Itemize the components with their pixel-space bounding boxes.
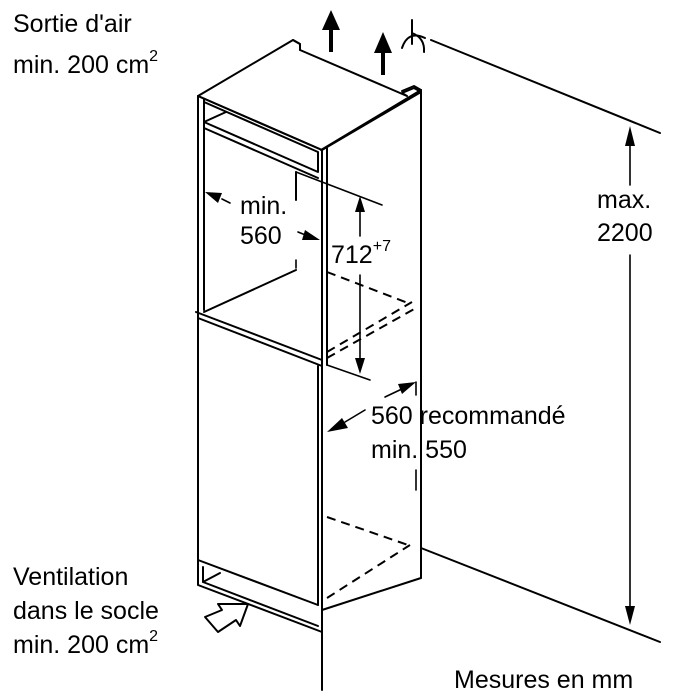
niche-width-label: min. 560: [240, 192, 287, 250]
plinth-line1: Ventilation: [13, 563, 128, 591]
air-outlet-label: Sortie d'air min. 200 cm2: [13, 10, 158, 79]
air-outlet-line1: Sortie d'air: [13, 10, 132, 38]
hidden-lines: [326, 271, 417, 599]
cabinet-outline: [195, 39, 422, 691]
depth-line2: min. 550: [371, 436, 467, 464]
units-note: Mesures en mm: [454, 666, 633, 694]
airflow-up-arrow-1: [322, 10, 340, 52]
niche-width-dimension: [205, 192, 320, 240]
niche-width-line2: 560: [240, 222, 282, 250]
max-height-symbol-icon: [401, 19, 661, 134]
niche-height-dimension: [295, 171, 383, 374]
niche-height-value: 712+7: [331, 238, 391, 269]
max-height-dimension: [420, 126, 661, 643]
airflow-up-arrow-2: [374, 32, 392, 75]
depth-dimension: [327, 381, 417, 491]
niche-height-label: 712+7: [330, 238, 410, 272]
max-height-line2: 2200: [597, 219, 653, 247]
plinth-ventilation-label: Ventilation dans le socle min. 200 cm2: [13, 563, 159, 659]
depth-label: 560 recommandé min. 550: [371, 402, 566, 464]
depth-line1: 560 recommandé: [371, 402, 566, 430]
plinth-line3: min. 200 cm2: [13, 628, 158, 659]
niche-width-line1: min.: [240, 192, 287, 220]
air-outlet-line2: min. 200 cm2: [13, 48, 158, 79]
max-height-label: max. 2200: [597, 186, 653, 247]
airflow-in-arrow-icon: [204, 603, 249, 633]
max-height-line1: max.: [597, 186, 651, 214]
plinth-line2: dans le socle: [13, 597, 159, 625]
